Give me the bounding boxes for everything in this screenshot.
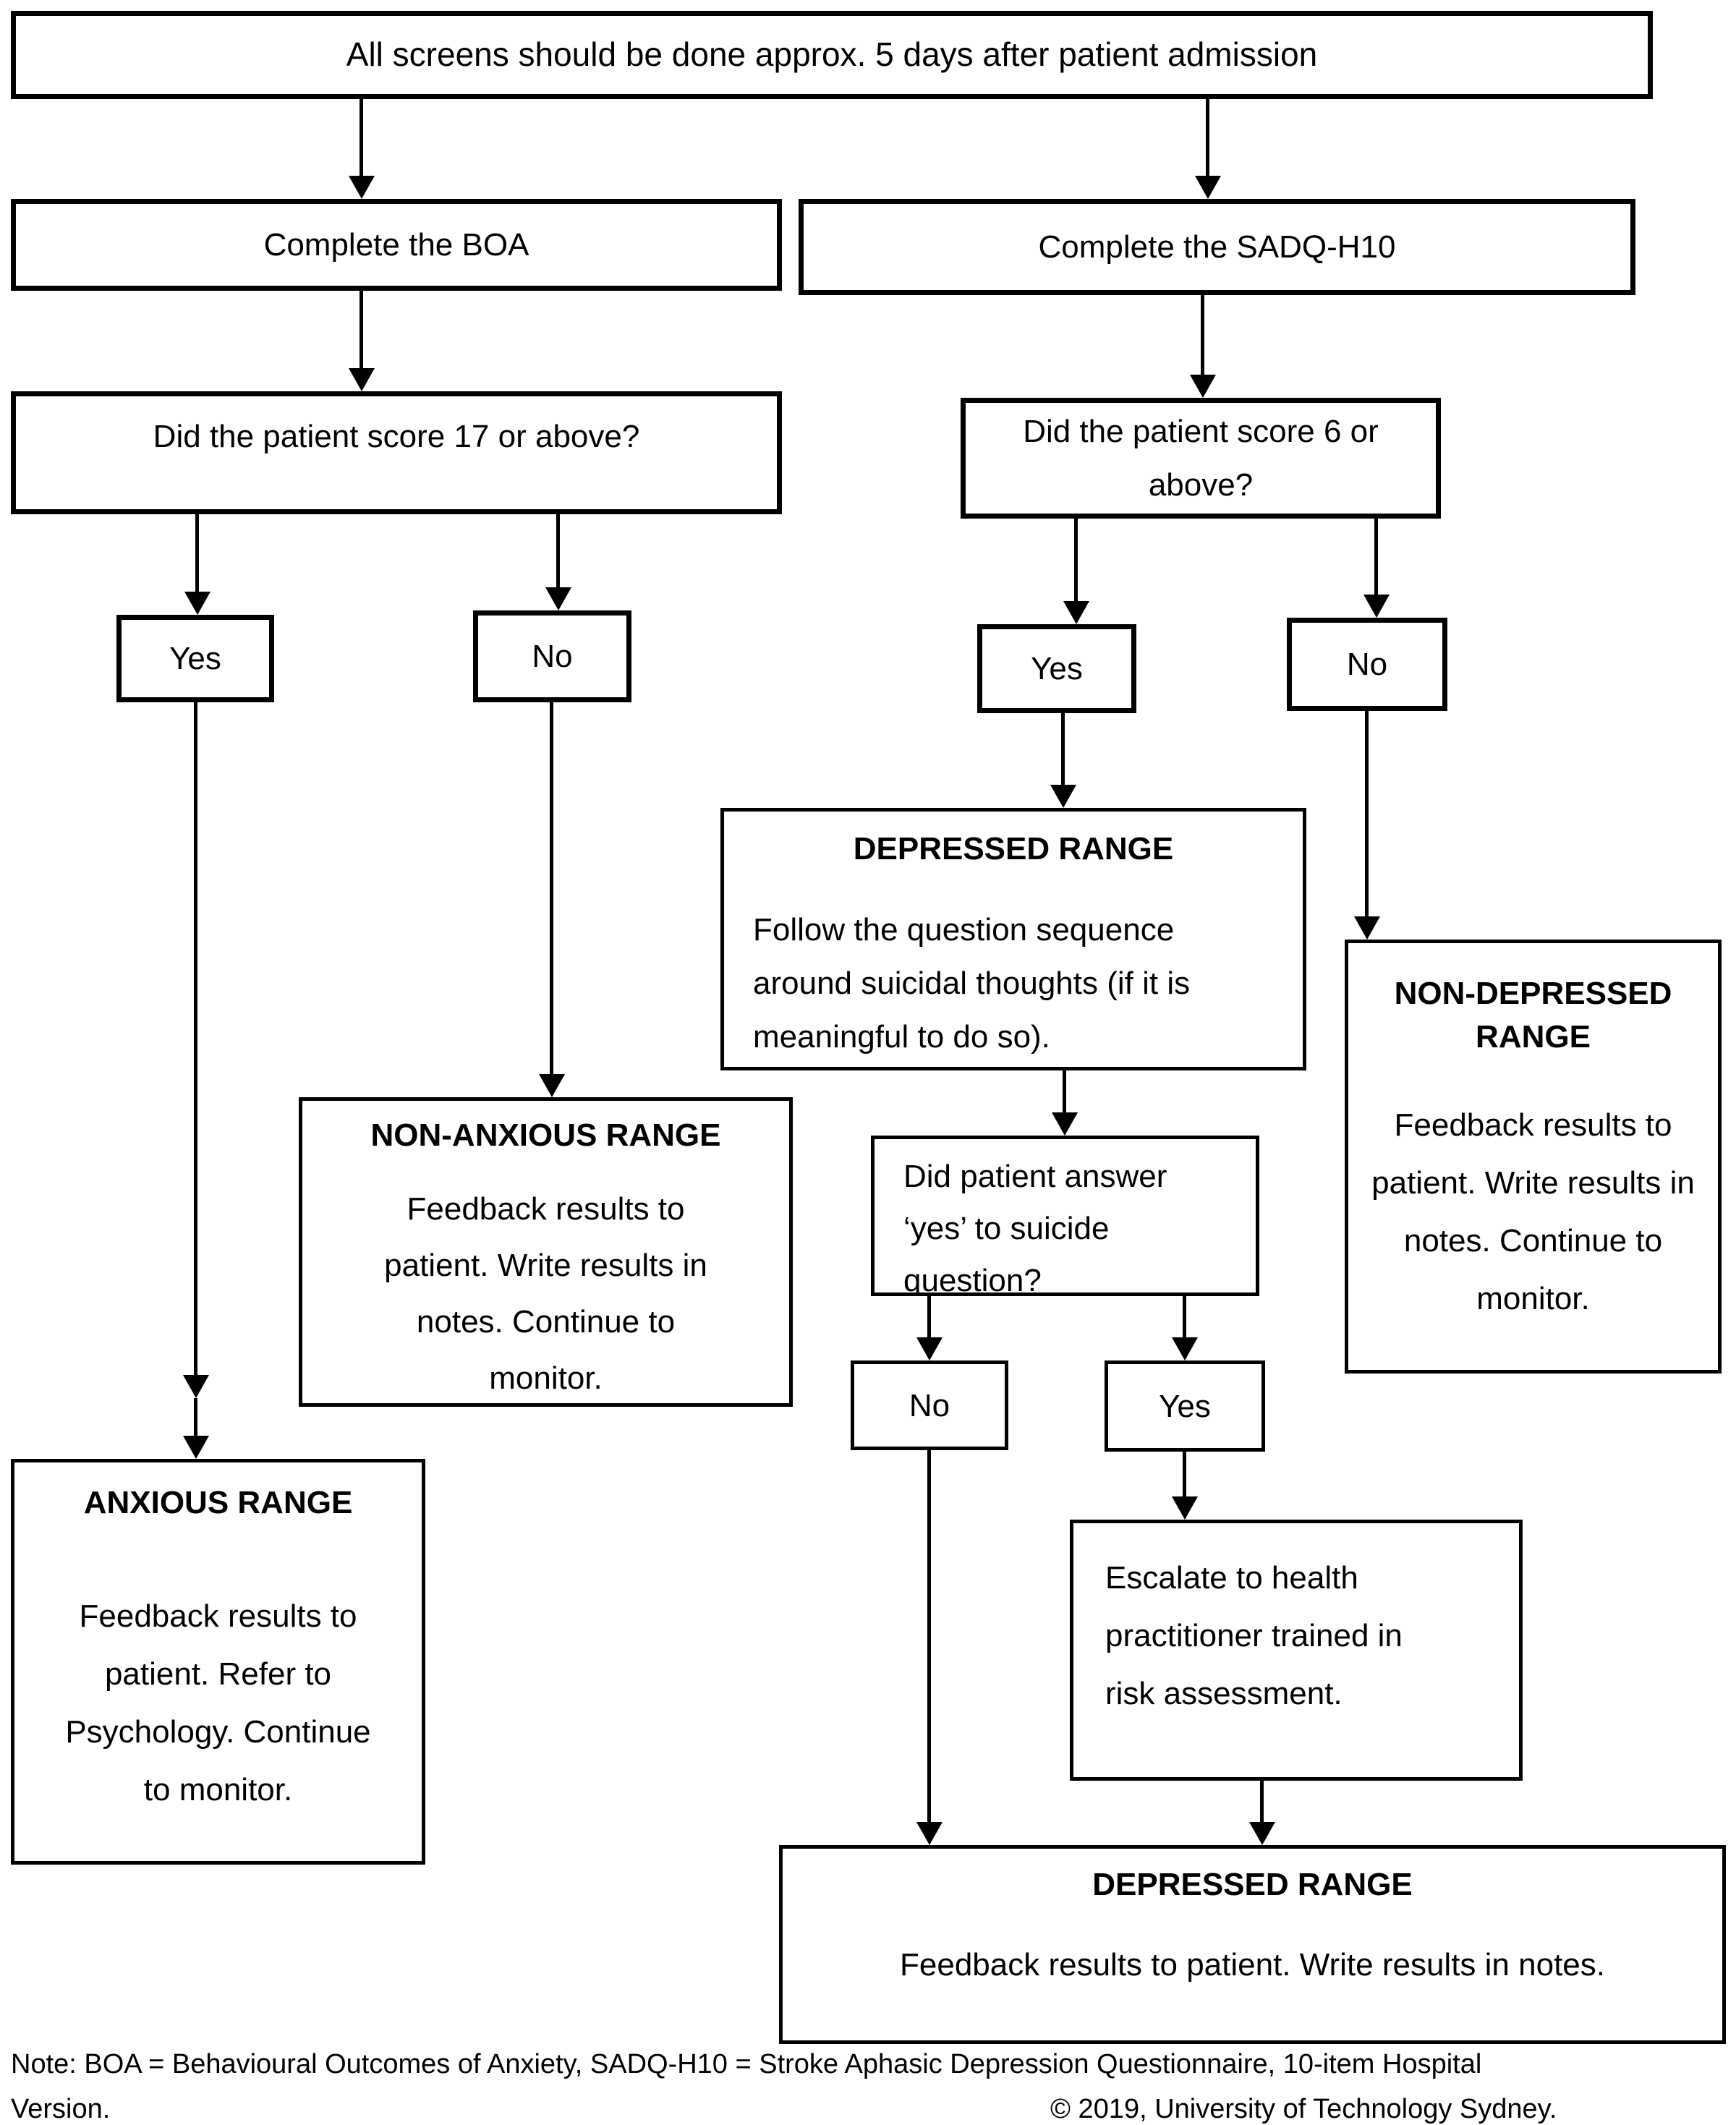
box-complete-sadq-h10: Complete the SADQ-H10 [799, 199, 1635, 295]
arrow-suicide-question-to-no [916, 1296, 943, 1360]
depressed-range-body: Follow the question sequence around suic… [753, 912, 1191, 1055]
box-escalate: Escalate to health practitioner trained … [1070, 1520, 1523, 1781]
arrow-boa-question-to-no [545, 514, 571, 610]
non-anxious-range-body: Feedback results to patient. Write resul… [384, 1191, 707, 1396]
boa-score-question-text: Did the patient score 17 or above? [153, 419, 640, 454]
box-suicide-question: Did patient answer ‘yes’ to suicide ques… [871, 1136, 1259, 1296]
arrow-suicide-yes-to-escalate [1171, 1452, 1198, 1520]
box-sadq-yes: Yes [977, 624, 1136, 713]
box-depressed-range: DEPRESSED RANGE Follow the question sequ… [720, 808, 1306, 1070]
box-boa-yes: Yes [116, 615, 274, 702]
box-sadq-score-question: Did the patient score 6 or above? [961, 398, 1441, 519]
non-anxious-range-title: NON-ANXIOUS RANGE [370, 1117, 721, 1153]
sadq-no-text: No [1346, 647, 1388, 682]
sadq-score-question-text: Did the patient score 6 or above? [1023, 413, 1379, 503]
box-suicide-yes: Yes [1105, 1360, 1265, 1452]
box-anxious-range: ANXIOUS RANGE Feedback results to patien… [11, 1459, 425, 1865]
arrow-depressed-to-suicide-question [1051, 1070, 1078, 1136]
arrow-sadq-question-to-yes [1063, 519, 1089, 624]
anxious-range-body: Feedback results to patient. Refer to Ps… [65, 1598, 371, 1807]
footnote-copyright: © 2019, University of Technology Sydney. [1050, 2094, 1557, 2124]
arrow-header-to-boa [348, 99, 375, 199]
box-boa-no: No [473, 610, 631, 702]
footnote-line-1: Note: BOA = Behavioural Outcomes of Anxi… [11, 2049, 1482, 2079]
boa-no-text: No [532, 639, 573, 674]
non-depressed-range-title: NON-DEPRESSED RANGE [1394, 976, 1672, 1055]
arrow-escalate-to-final [1248, 1781, 1275, 1845]
non-depressed-range-body: Feedback results to patient. Write resul… [1371, 1107, 1695, 1316]
boa-yes-text: Yes [169, 641, 221, 676]
box-sadq-no: No [1287, 618, 1447, 711]
box-non-depressed-range: NON-DEPRESSED RANGE Feedback results to … [1345, 940, 1722, 1374]
box-final-depressed-range: DEPRESSED RANGE Feedback results to pati… [779, 1845, 1726, 2044]
suicide-question-text: Did patient answer ‘yes’ to suicide ques… [903, 1159, 1167, 1296]
escalate-text: Escalate to health practitioner trained … [1105, 1560, 1403, 1711]
final-depressed-range-title: DEPRESSED RANGE [1092, 1867, 1413, 1902]
complete-boa-text: Complete the BOA [263, 227, 529, 263]
arrow-sadq-question-to-no [1363, 519, 1390, 618]
arrow-boa-yes-to-anxious-upper [182, 702, 209, 1398]
depressed-range-title: DEPRESSED RANGE [853, 831, 1174, 866]
complete-sadq-text: Complete the SADQ-H10 [1038, 229, 1396, 265]
arrow-boa-yes-to-anxious-lower [182, 1398, 209, 1459]
footnote-version: Version. [11, 2094, 111, 2124]
suicide-no-text: No [909, 1387, 950, 1423]
sadq-yes-text: Yes [1031, 651, 1083, 686]
box-complete-boa: Complete the BOA [11, 199, 782, 291]
arrow-sadq-no-to-non-depressed [1353, 711, 1380, 940]
final-depressed-range-body: Feedback results to patient. Write resul… [900, 1947, 1605, 1983]
arrow-suicide-question-to-yes [1171, 1296, 1198, 1360]
arrow-boa-no-to-non-anxious [538, 702, 565, 1097]
suicide-yes-text: Yes [1159, 1388, 1211, 1424]
box-screening-timing-header: All screens should be done approx. 5 day… [11, 11, 1653, 99]
box-suicide-no: No [851, 1360, 1008, 1450]
arrow-sadq-yes-to-depressed [1050, 713, 1076, 808]
box-boa-score-question: Did the patient score 17 or above? [11, 391, 782, 514]
box-non-anxious-range: NON-ANXIOUS RANGE Feedback results to pa… [299, 1097, 793, 1407]
screening-timing-text: All screens should be done approx. 5 day… [346, 35, 1318, 74]
arrow-boa-question-to-yes [184, 514, 210, 615]
arrow-boa-to-score-question [348, 291, 375, 391]
arrow-suicide-no-to-final [916, 1450, 943, 1845]
arrow-sadq-to-score-question [1189, 295, 1216, 398]
anxious-range-title: ANXIOUS RANGE [83, 1485, 353, 1520]
arrow-header-to-sadq [1194, 99, 1221, 199]
